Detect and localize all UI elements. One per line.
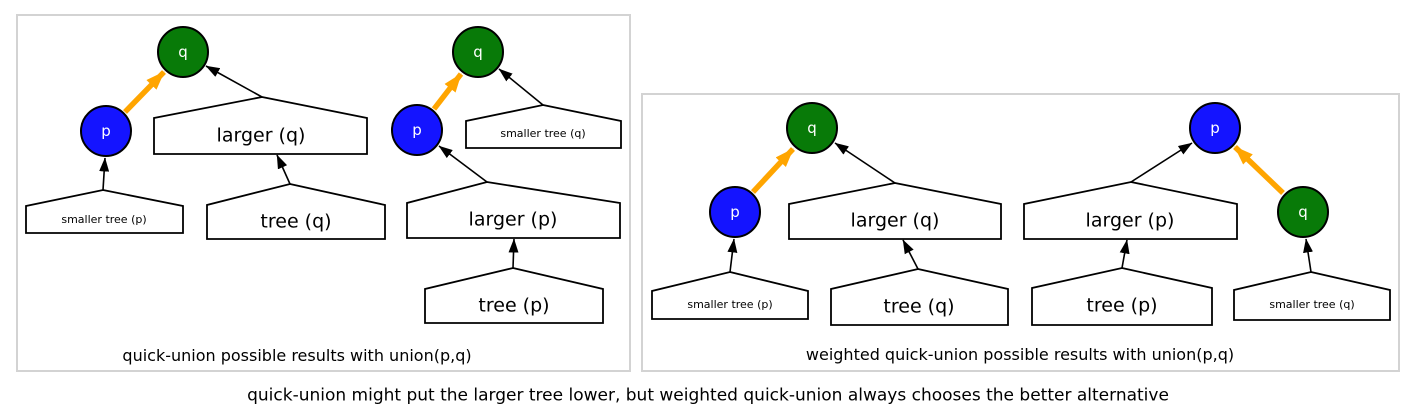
tree-shape-tree-q xyxy=(206,183,386,240)
node-label-q: q xyxy=(807,118,817,137)
node-label-q: q xyxy=(473,42,483,61)
tree-shape-tree-p xyxy=(1031,267,1213,326)
node-label-p: p xyxy=(1210,118,1220,137)
parent-link-arrow xyxy=(1130,142,1193,183)
tree-label-smaller-tree-q: smaller tree (q) xyxy=(1269,297,1355,311)
tree-label-tree-q: tree (q) xyxy=(260,210,332,233)
tree-shape-smaller-tree-q xyxy=(465,104,622,149)
node-circle-p xyxy=(80,105,132,157)
weighted-quick-union-panel xyxy=(641,93,1400,372)
node-label-q: q xyxy=(1298,202,1308,221)
node-circle-q xyxy=(157,26,209,78)
parent-link-arrow xyxy=(508,238,519,269)
quick-union-panel-caption: quick-union possible results with union(… xyxy=(122,346,472,366)
union-link-arrow xyxy=(1233,145,1285,195)
tree-label-smaller-tree-p: smaller tree (p) xyxy=(687,297,773,311)
weighted-quick-union-panel-caption: weighted quick-union possible results wi… xyxy=(805,345,1235,365)
tree-label-larger-p: larger (p) xyxy=(468,208,558,231)
tree-label-tree-q: tree (q) xyxy=(883,295,955,318)
footer-caption: quick-union might put the larger tree lo… xyxy=(247,385,1169,406)
parent-link-arrow xyxy=(902,239,919,270)
node-label-p: p xyxy=(101,121,111,140)
parent-link-arrow xyxy=(1303,238,1313,273)
union-link-arrow xyxy=(750,147,796,194)
node-circle-p xyxy=(1189,102,1241,154)
node-label-q: q xyxy=(178,42,188,61)
tree-label-larger-p: larger (p) xyxy=(1085,209,1175,232)
parent-link-arrow xyxy=(498,68,544,106)
union-link-arrow xyxy=(123,70,166,114)
node-label-p: p xyxy=(730,202,740,221)
tree-shape-smaller-tree-p xyxy=(25,189,184,234)
node-circle-p xyxy=(709,186,761,238)
tree-label-larger-q: larger (q) xyxy=(850,209,940,232)
tree-label-larger-q: larger (q) xyxy=(216,124,306,147)
tree-label-smaller-tree-p: smaller tree (p) xyxy=(61,212,147,226)
node-circle-q xyxy=(452,26,504,78)
tree-shape-tree-p xyxy=(424,267,604,324)
tree-shape-smaller-tree-q xyxy=(1233,271,1391,321)
tree-shape-larger-q xyxy=(788,182,1002,240)
parent-link-arrow xyxy=(99,157,110,191)
tree-shape-tree-q xyxy=(830,268,1009,326)
tree-shape-larger-p xyxy=(406,181,621,239)
tree-shape-smaller-tree-p xyxy=(651,271,809,320)
tree-shape-larger-p xyxy=(1023,181,1238,240)
parent-link-arrow xyxy=(727,238,738,273)
node-label-p: p xyxy=(412,120,422,139)
parent-link-arrow xyxy=(276,154,291,185)
node-circle-q xyxy=(1277,186,1329,238)
tree-shape-larger-q xyxy=(153,96,368,155)
node-circle-q xyxy=(786,102,838,154)
parent-link-arrow xyxy=(1119,239,1130,269)
tree-label-tree-p: tree (p) xyxy=(478,294,550,317)
union-link-arrow xyxy=(431,72,464,111)
parent-link-arrow xyxy=(205,65,263,98)
tree-label-smaller-tree-q: smaller tree (q) xyxy=(500,126,586,140)
parent-link-arrow xyxy=(438,145,488,183)
tree-label-tree-p: tree (p) xyxy=(1086,294,1158,317)
node-circle-p xyxy=(391,104,443,156)
parent-link-arrow xyxy=(834,142,896,184)
